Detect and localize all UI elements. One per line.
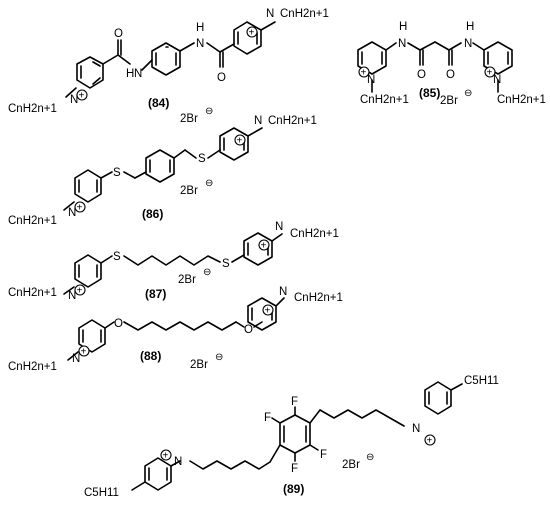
atom-n: N [493, 74, 501, 86]
svg-text:+: + [261, 241, 267, 252]
svg-text:+: + [79, 91, 85, 102]
bromide-charge: ⊖ [366, 452, 374, 463]
atom-h: H [466, 21, 474, 33]
counterion-86: 2Br [180, 185, 198, 197]
counterion-85: 2Br [440, 95, 458, 107]
substituent-84-right: CnH2n+1 [280, 8, 329, 20]
bromide-charge: ⊖ [215, 352, 223, 363]
atom-n: N [412, 423, 420, 435]
atom-n: N [398, 38, 406, 50]
substituent-88-right: CnH2n+1 [294, 292, 343, 304]
atom-n: N [279, 286, 287, 298]
svg-text:+: + [77, 286, 83, 297]
counterion-87: 2Br [178, 274, 196, 286]
label-84: (84) [148, 96, 169, 110]
counterion-84: 2Br [180, 113, 198, 125]
label-86: (86) [142, 207, 163, 221]
substituent-89-right: C5H11 [464, 375, 499, 387]
substituent-84-left: CnH2n+1 [8, 103, 57, 115]
atom-s: S [198, 153, 206, 165]
label-88: (88) [140, 349, 161, 363]
atom-f: F [291, 396, 298, 408]
atom-n: N [68, 290, 76, 302]
compound-88 [67, 297, 285, 361]
atom-o: O [114, 28, 123, 40]
atom-s: S [222, 258, 230, 270]
atom-o: O [417, 69, 426, 81]
atom-o: O [217, 72, 226, 84]
atom-o: O [244, 324, 253, 336]
atom-h: H [196, 22, 204, 34]
svg-text:+: + [487, 68, 493, 79]
bromide-charge: ⊖ [464, 88, 472, 99]
label-89: (89) [283, 482, 304, 496]
atom-f: F [291, 463, 298, 475]
atom-s: S [113, 167, 121, 179]
compound-84 [65, 21, 276, 98]
substituent-85-left: CnH2n+1 [360, 94, 409, 106]
bromide-charge: ⊖ [205, 106, 213, 117]
substituent-85-right: CnH2n+1 [497, 94, 546, 106]
substituent-86-left: CnH2n+1 [8, 215, 57, 227]
atom-n: N [68, 207, 76, 219]
atom-n: N [254, 115, 262, 127]
atom-h: H [399, 21, 407, 33]
counterion-89: 2Br [342, 459, 360, 471]
atom-f: F [320, 449, 327, 461]
atom-n: N [134, 68, 142, 80]
atom-n: N [70, 94, 78, 106]
atom-n: N [72, 353, 80, 365]
svg-text:+: + [249, 28, 255, 39]
atom-n: N [266, 8, 274, 20]
svg-text:+: + [77, 203, 83, 214]
atom-h: H [126, 68, 134, 80]
atom-s: S [113, 251, 121, 263]
label-85: (85) [419, 86, 440, 100]
atom-n: N [196, 38, 204, 50]
atom-n: N [367, 74, 375, 86]
atom-n: N [275, 221, 283, 233]
compound-86 [63, 127, 263, 211]
atom-o: O [114, 318, 123, 330]
svg-text:+: + [361, 68, 367, 79]
svg-text:+: + [163, 451, 169, 462]
atom-n: N [464, 38, 472, 50]
svg-text:+: + [427, 436, 433, 447]
compound-87 [63, 232, 283, 295]
compound-85 [357, 41, 513, 93]
svg-text:+: + [81, 347, 87, 358]
atom-o: O [446, 69, 455, 81]
atom-n: N [174, 456, 182, 468]
substituent-87-left: CnH2n+1 [8, 287, 57, 299]
counterion-88: 2Br [190, 359, 208, 371]
compound-89 [131, 381, 463, 491]
atom-f: F [264, 412, 271, 424]
substituent-86-right: CnH2n+1 [268, 115, 317, 127]
substituent-88-left: CnH2n+1 [8, 361, 57, 373]
svg-text:+: + [237, 136, 243, 147]
bromide-charge: ⊖ [203, 267, 211, 278]
substituent-89-left: C5H11 [84, 487, 119, 499]
svg-text:+: + [265, 306, 271, 317]
bromide-charge: ⊖ [205, 178, 213, 189]
substituent-87-right: CnH2n+1 [290, 228, 339, 240]
label-87: (87) [145, 287, 166, 301]
